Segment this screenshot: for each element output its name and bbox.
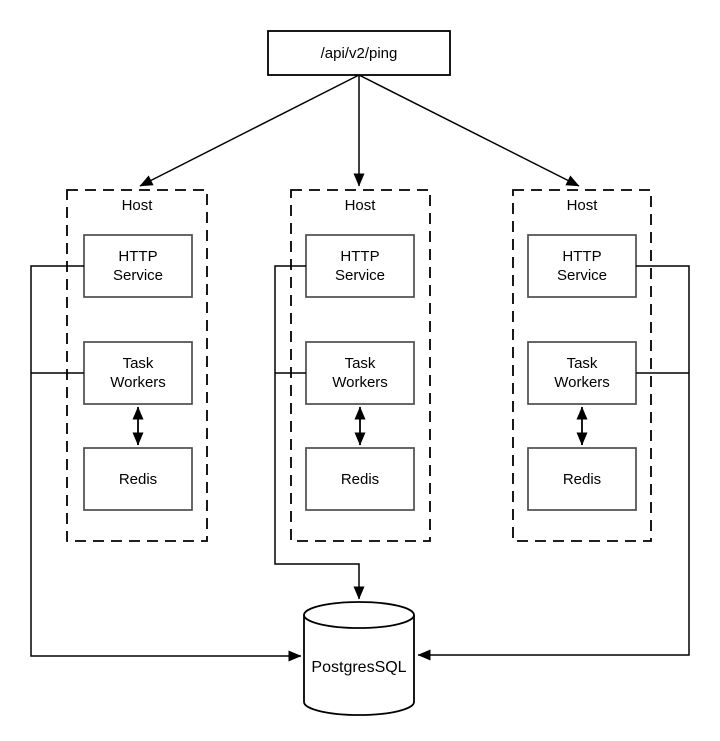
host-2-http-service-box	[305, 234, 415, 298]
host-1-label: Host	[122, 197, 154, 214]
host-1-db-connector	[30, 265, 302, 662]
host-3-to-db-line	[417, 265, 690, 661]
host-1-http-service-box	[83, 234, 193, 298]
host-1-group: Host HTTP Service Task Workers Redis	[66, 189, 208, 542]
host-2-task-workers-box	[305, 341, 415, 405]
host-1-http-service-label-line-1: HTTP	[118, 248, 157, 265]
host-1-http-service-label-line-2: Service	[113, 267, 163, 284]
postgres-db-label: PostgresSQL	[311, 659, 406, 676]
db-cylinder-top	[303, 601, 415, 629]
host-2-group: Host HTTP Service Task Workers Redis	[290, 189, 431, 542]
host-3-http-service-label-line-1: HTTP	[562, 248, 601, 265]
api-to-host-1-arrow	[139, 74, 360, 187]
host-3-task-workers-box	[527, 341, 637, 405]
host-3-task-workers-label-line-2: Workers	[554, 374, 610, 391]
host-3-redis-label: Redis	[563, 471, 601, 488]
api-endpoint-node: /api/v2/ping	[267, 30, 451, 76]
host-3-db-connector	[417, 265, 690, 661]
host-2-http-service-label-line-1: HTTP	[340, 248, 379, 265]
host-2-task-workers-label-line-2: Workers	[332, 374, 388, 391]
host-2-label: Host	[345, 197, 377, 214]
host-1-redis-box	[83, 447, 193, 511]
host-2-task-workers-label-line-1: Task	[345, 355, 376, 372]
host-3-group: Host HTTP Service Task Workers Redis	[512, 189, 652, 542]
host-3-http-service-label-line-2: Service	[557, 267, 607, 284]
host-2-redis-box	[305, 447, 415, 511]
host-2-redis-label: Redis	[341, 471, 379, 488]
host-2-border	[290, 189, 431, 542]
host-3-redis-box	[527, 447, 637, 511]
api-endpoint-box	[267, 30, 451, 76]
host-3-border	[512, 189, 652, 542]
host-1-task-workers-box	[83, 341, 193, 405]
host-1-task-workers-label-line-1: Task	[123, 355, 154, 372]
host-3-label: Host	[567, 197, 599, 214]
host-1-to-db-line	[30, 265, 302, 662]
api-endpoint-label: /api/v2/ping	[321, 45, 398, 62]
host-3-task-workers-label-line-1: Task	[567, 355, 598, 372]
host-1-border	[66, 189, 208, 542]
host-2-db-connector	[274, 265, 365, 600]
host-1-task-workers-label-line-2: Workers	[110, 374, 166, 391]
host-1-redis-label: Redis	[119, 471, 157, 488]
api-to-host-3-arrow	[358, 74, 580, 187]
postgres-db-node: PostgresSQL	[303, 601, 415, 716]
db-cylinder-body	[303, 615, 415, 716]
host-2-http-service-label-line-2: Service	[335, 267, 385, 284]
host-2-to-db-line	[274, 265, 365, 600]
host-3-http-service-box	[527, 234, 637, 298]
api-fanout-arrows	[139, 74, 580, 187]
